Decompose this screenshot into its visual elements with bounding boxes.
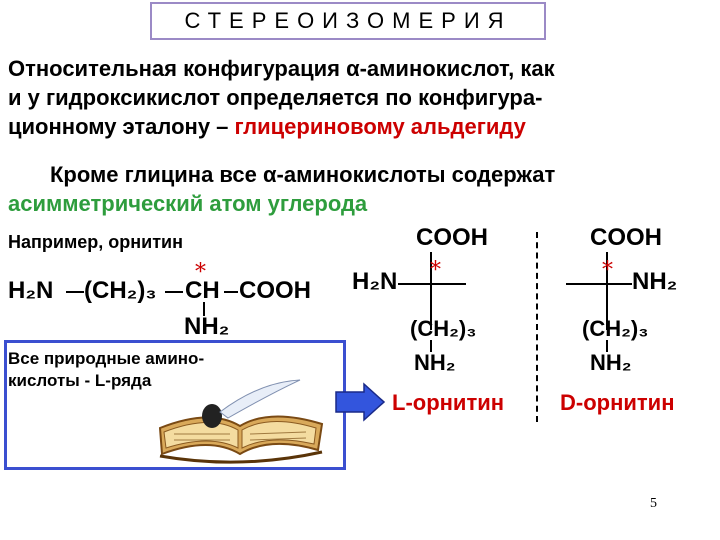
asymmetric-carbon-highlight: асимметрический атом углерода bbox=[8, 191, 368, 216]
bond-line bbox=[165, 291, 183, 293]
chiral-center-star: * bbox=[195, 260, 206, 285]
bond-line bbox=[224, 291, 238, 293]
paragraph-1-line-2: и у гидроксикислот определяется по конфи… bbox=[8, 85, 543, 110]
l-horizontal-bond bbox=[398, 283, 466, 285]
l-vertical-bond bbox=[430, 252, 432, 330]
bond-line bbox=[66, 291, 84, 293]
paragraph-1-line-1: Относительная конфигурация α-аминокислот… bbox=[8, 56, 555, 81]
note-line-2: кислоты - L-ряда bbox=[8, 371, 152, 390]
paragraph-1-line-3: ционному эталону – глицериновому альдеги… bbox=[8, 112, 714, 141]
formula-nh2: NH₂ bbox=[184, 313, 230, 340]
d-nh2-right: NH₂ bbox=[632, 268, 678, 295]
l-cooh: COOH bbox=[416, 224, 488, 251]
chiral-center-star: * bbox=[602, 258, 613, 283]
d-nh2: NH₂ bbox=[590, 350, 632, 375]
bond-line bbox=[203, 302, 205, 316]
l-ornithine-label: L-орнитин bbox=[392, 390, 505, 415]
slide-title: СТЕРЕОИЗОМЕРИЯ bbox=[150, 2, 546, 40]
open-book-icon bbox=[158, 379, 324, 464]
l-nh2: NH₂ bbox=[414, 350, 456, 375]
separator-line bbox=[536, 232, 538, 422]
arrow-right-icon bbox=[335, 382, 386, 422]
formula-cooh: COOH bbox=[239, 277, 311, 304]
paragraph-1-line-3-text: ционному эталону – bbox=[8, 114, 235, 139]
formula-ch: CH bbox=[185, 277, 220, 304]
l-bond-lower bbox=[430, 340, 432, 352]
note-text: Все природные амино- кислоты - L-ряда bbox=[8, 348, 204, 392]
l-ch2-chain: (CH₂)₃ bbox=[410, 316, 477, 341]
d-ch2-chain: (CH₂)₃ bbox=[582, 316, 649, 341]
formula-h2n: H₂N bbox=[8, 277, 54, 304]
note-line-1: Все природные амино- bbox=[8, 349, 205, 368]
example-label: Например, орнитин bbox=[8, 232, 183, 252]
formula-ch2-chain: (CH₂)₃ bbox=[84, 277, 157, 304]
d-cooh: COOH bbox=[590, 224, 662, 251]
page-number: 5 bbox=[650, 496, 657, 511]
slide-title-text: СТЕРЕОИЗОМЕРИЯ bbox=[184, 8, 512, 33]
d-ornithine-label: D-орнитин bbox=[560, 390, 675, 415]
paragraph-2-line-1: Кроме глицина все α-аминокислоты содержа… bbox=[50, 162, 556, 187]
d-horizontal-bond bbox=[566, 283, 632, 285]
d-bond-lower bbox=[606, 340, 608, 352]
d-vertical-bond bbox=[606, 252, 608, 330]
glyceraldehyde-highlight: глицериновому альдегиду bbox=[234, 114, 526, 139]
chiral-center-star: * bbox=[430, 258, 441, 283]
l-h2n: H₂N bbox=[352, 268, 398, 295]
